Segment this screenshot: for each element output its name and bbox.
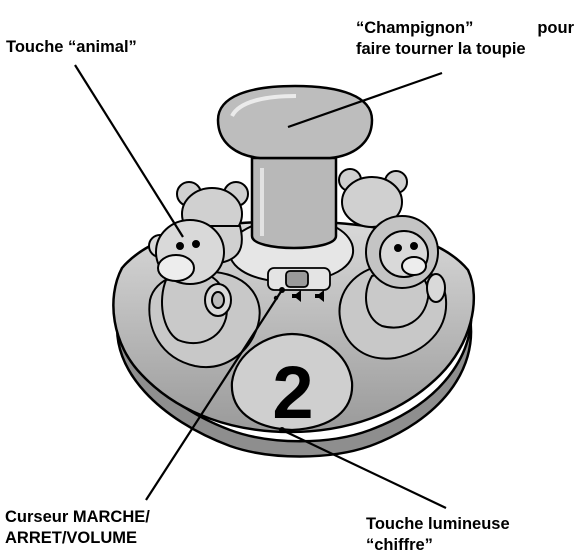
slider-label-line2: ARRET/VOLUME bbox=[5, 528, 150, 549]
number-key-label-line1: Touche lumineuse bbox=[366, 514, 510, 535]
mushroom-label: “Champignon” pour faire tourner la toupi… bbox=[356, 18, 574, 60]
animal-key-label: Touche “animal” bbox=[6, 37, 137, 58]
mushroom-label-line1b: pour bbox=[537, 18, 574, 39]
mushroom-column bbox=[252, 158, 336, 248]
slider-label-line1: Curseur MARCHE/ bbox=[5, 507, 150, 528]
number-key-label: Touche lumineuse “chiffre” bbox=[366, 514, 510, 556]
number-key-digit: 2 bbox=[272, 351, 313, 434]
pointer-animal bbox=[75, 65, 183, 237]
slider-label: Curseur MARCHE/ ARRET/VOLUME bbox=[5, 507, 150, 549]
mushroom-label-line1a: “Champignon” bbox=[356, 18, 473, 39]
mushroom-label-line2: faire tourner la toupie bbox=[356, 39, 574, 60]
